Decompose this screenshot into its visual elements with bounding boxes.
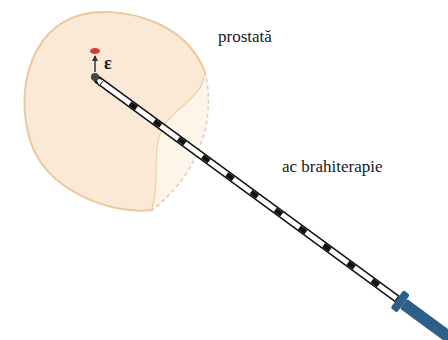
- needle-tip-point: [91, 73, 99, 81]
- needle-handle: [391, 290, 448, 340]
- error-arrow: [94, 56, 96, 72]
- organ-label: prostată: [218, 28, 272, 47]
- target-point: [90, 48, 100, 54]
- needle-label: ac brahiterapie: [282, 158, 383, 177]
- brachytherapy-needle: [95, 77, 400, 301]
- error-symbol: ε: [104, 54, 112, 74]
